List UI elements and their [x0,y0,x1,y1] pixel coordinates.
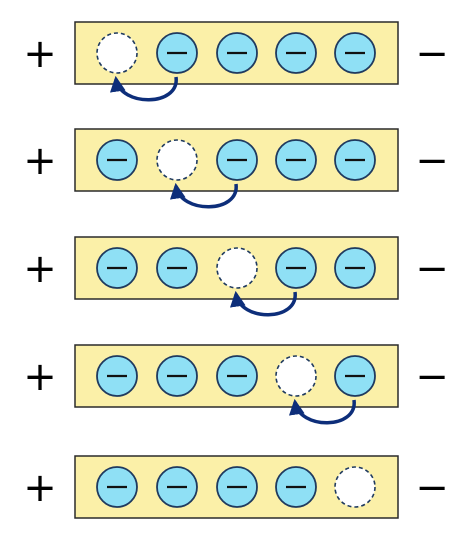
electron [156,466,198,508]
electron [156,247,198,289]
electron [96,247,138,289]
electron [96,139,138,181]
row-3: +− [23,236,449,317]
electron-move-arrow [170,182,238,209]
electron [275,32,317,74]
positive-terminal-sign: + [23,354,57,400]
positive-terminal-sign: + [23,31,57,77]
electron-move-arrow [110,75,178,102]
row-5: +− [23,455,449,519]
electron [216,466,258,508]
row-4: +− [23,344,449,425]
negative-terminal-sign: − [415,31,449,77]
row-1: +− [23,21,449,102]
positive-terminal-sign: + [23,465,57,511]
electron [275,466,317,508]
electron [156,32,198,74]
hole [156,139,198,181]
hole [96,32,138,74]
hole [275,355,317,397]
electron [216,355,258,397]
electron [216,32,258,74]
hole [334,466,376,508]
positive-terminal-sign: + [23,246,57,292]
electron [334,355,376,397]
negative-terminal-sign: − [415,246,449,292]
row-2: +− [23,128,449,209]
electron [156,355,198,397]
hole [216,247,258,289]
electron [334,32,376,74]
electron [216,139,258,181]
negative-terminal-sign: − [415,138,449,184]
electron [275,139,317,181]
electron-move-arrow [230,290,297,317]
electron [96,355,138,397]
electron [275,247,317,289]
electron [334,247,376,289]
negative-terminal-sign: − [415,354,449,400]
positive-terminal-sign: + [23,138,57,184]
electron [334,139,376,181]
negative-terminal-sign: − [415,465,449,511]
electron-move-arrow [289,398,356,425]
electron [96,466,138,508]
